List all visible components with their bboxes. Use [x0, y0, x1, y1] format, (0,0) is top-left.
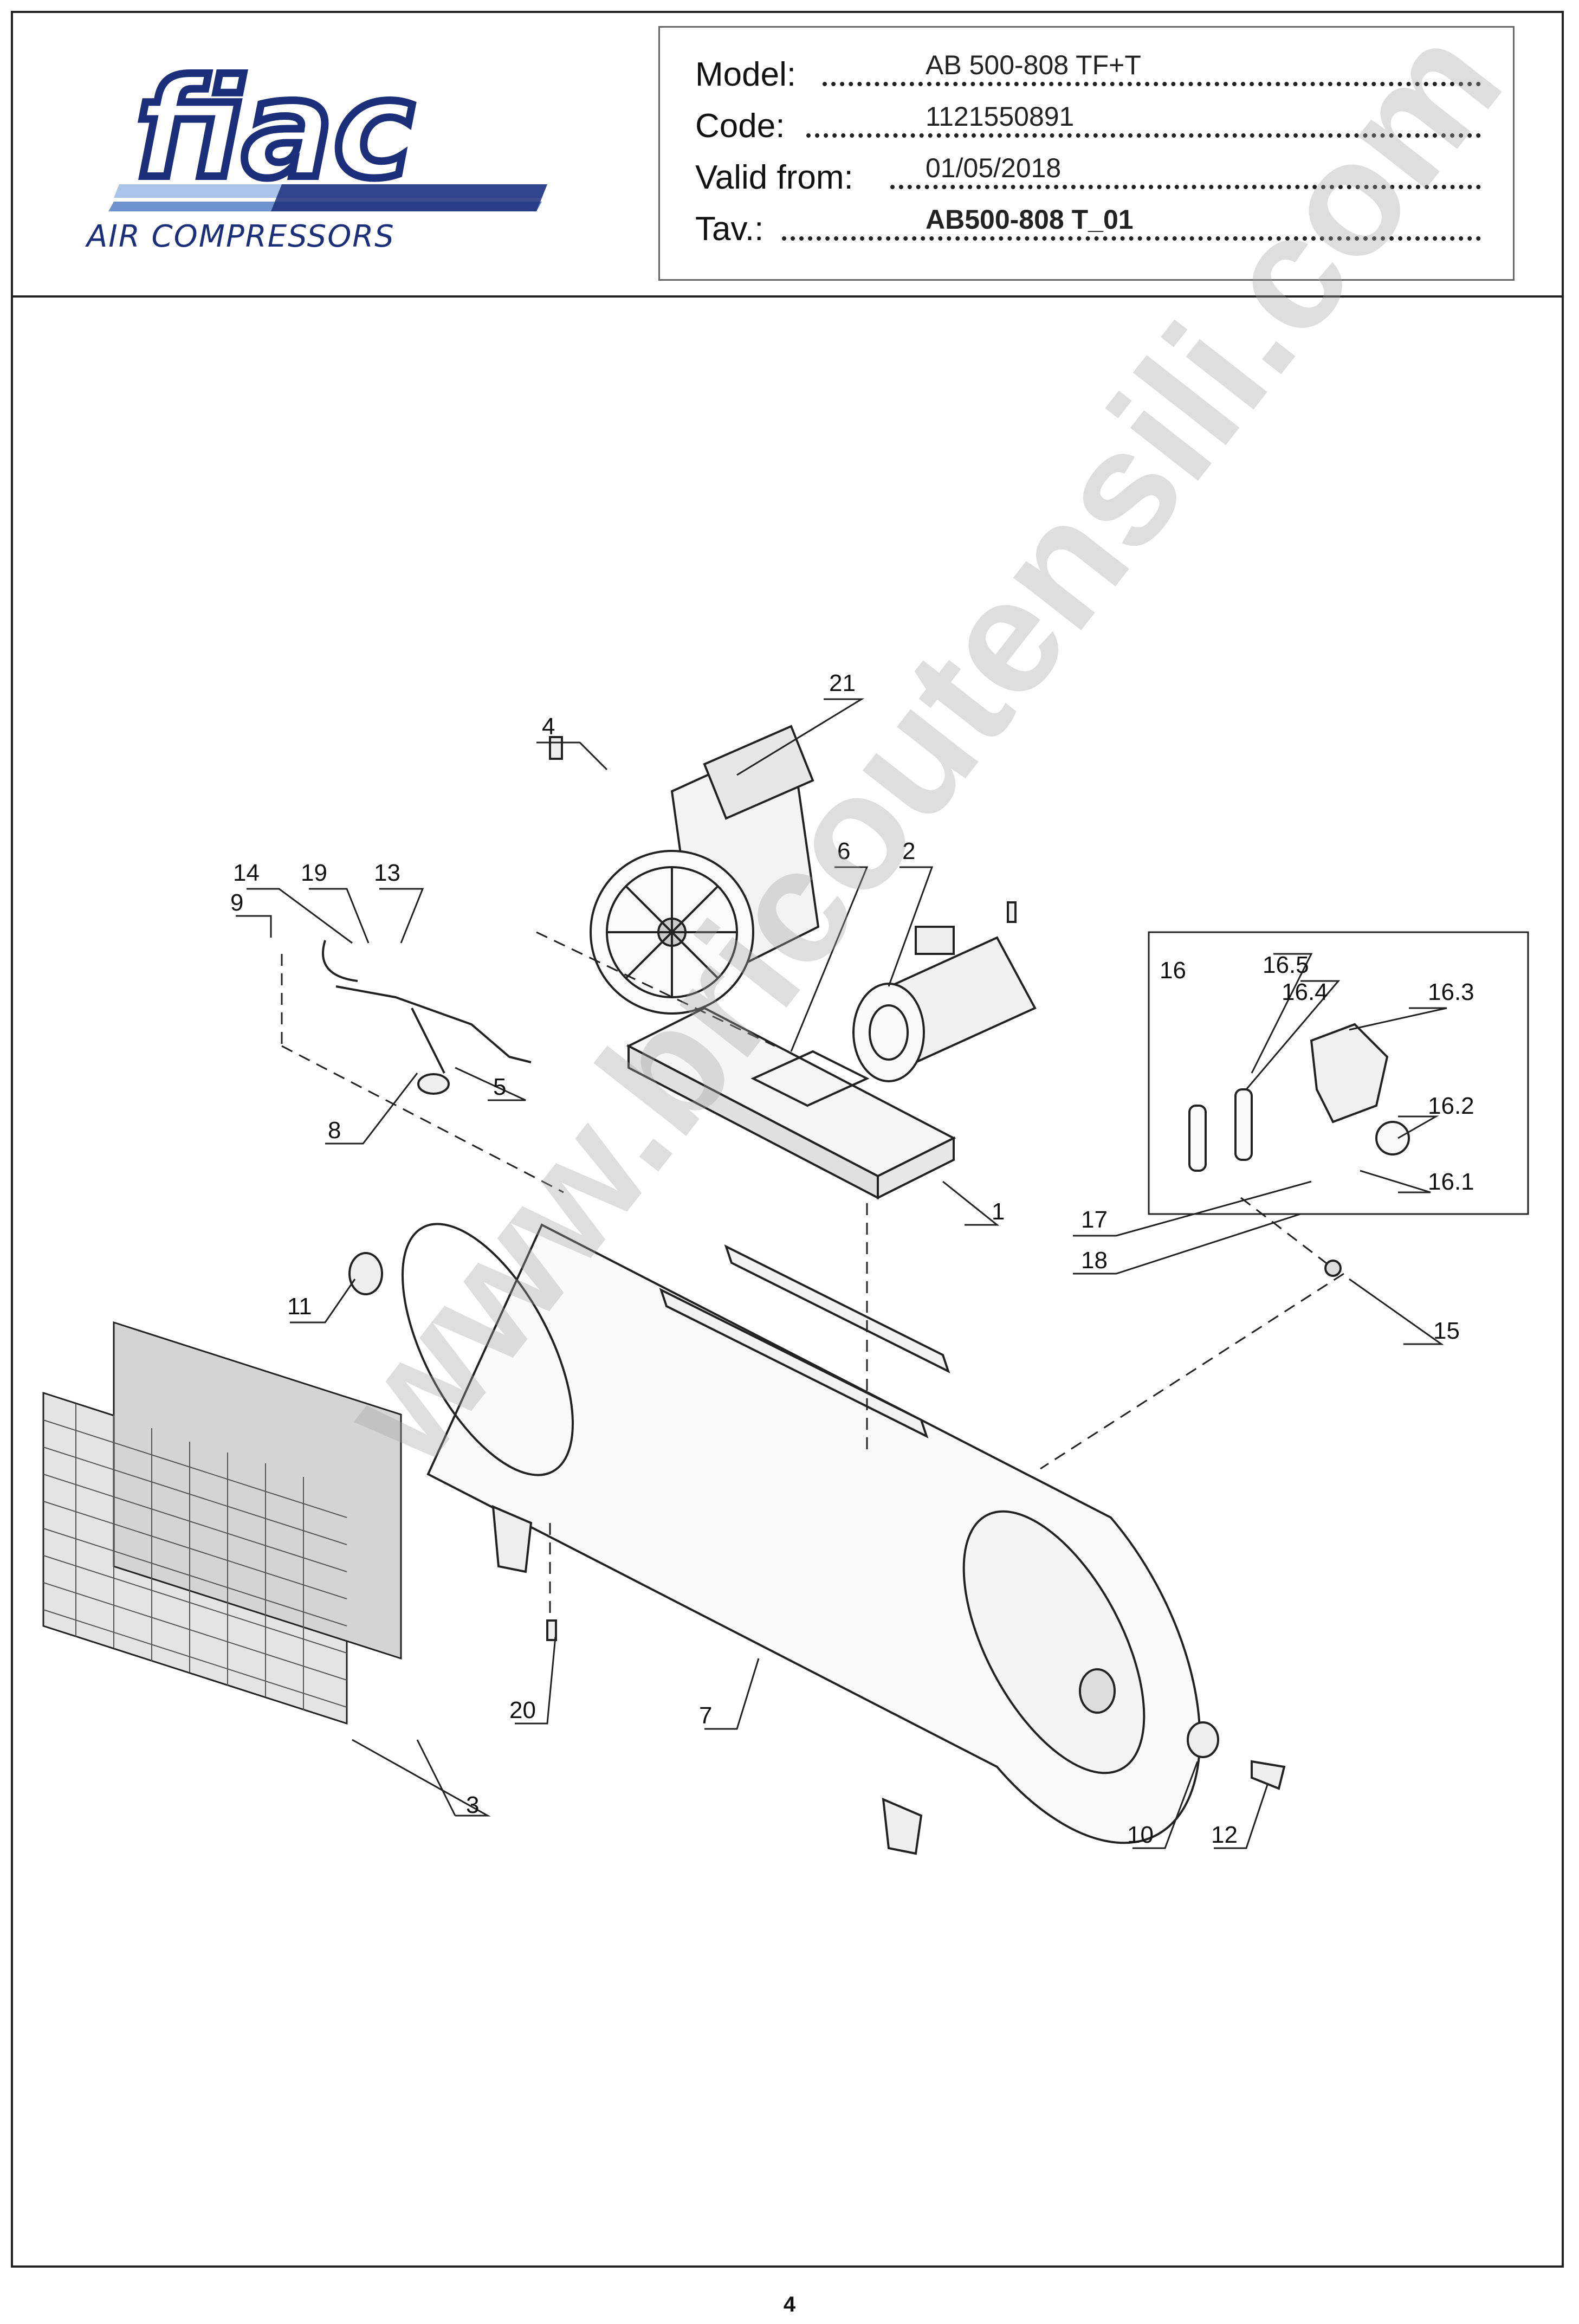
belt-guard: [42, 1321, 402, 1725]
fiac-logo: fiac AIR COMPRESSORS: [70, 47, 569, 266]
callout-7: 7: [699, 1702, 712, 1729]
pressure-switch: [1188, 1023, 1410, 1172]
valid-value: 01/05/2018: [926, 153, 1062, 183]
callout-20: 20: [509, 1697, 536, 1723]
callout-19: 19: [301, 860, 327, 886]
pressure-switch-group-box: [1148, 931, 1529, 1215]
callout-13: 13: [374, 860, 400, 886]
callout-16: 16: [1160, 957, 1186, 984]
callout-10: 10: [1127, 1822, 1154, 1848]
callout-12: 12: [1211, 1822, 1238, 1848]
callout-15: 15: [1433, 1318, 1460, 1344]
compressor-pump: [590, 725, 820, 1015]
callout-16-1: 16.1: [1428, 1169, 1474, 1195]
callout-11: 11: [287, 1293, 312, 1320]
code-label: Code:: [695, 107, 785, 145]
logo-tagline: AIR COMPRESSORS: [85, 219, 395, 254]
callout-16-3: 16.3: [1428, 979, 1474, 1005]
callout-6: 6: [837, 838, 850, 864]
electric-motor: [852, 926, 1037, 1082]
page-number: 4: [783, 2293, 796, 2316]
small-parts: [348, 736, 1342, 1790]
logo-wordmark: fiac: [135, 50, 414, 208]
callout-2: 2: [902, 838, 915, 864]
tav-leader: [782, 236, 1481, 241]
air-tank: [402, 1223, 1201, 1855]
callout-labels: 21 4 6 2 14 19 13 9 5 8 1 16 16.5 16.4 1…: [230, 670, 1474, 1848]
leader-lines: [236, 698, 1447, 1849]
delivery-pipe: [322, 940, 532, 1095]
callout-4: 4: [542, 713, 555, 740]
valid-row: Valid from: 01/05/2018: [695, 152, 1481, 201]
callout-5: 5: [493, 1074, 506, 1100]
callout-16-5: 16.5: [1263, 952, 1309, 978]
tav-label: Tav.:: [695, 210, 764, 248]
callout-16-4: 16.4: [1282, 979, 1328, 1005]
tav-value: AB500-808 T_01: [926, 204, 1134, 235]
page-frame: [11, 11, 1564, 2268]
code-row: Code: 1121550891: [695, 101, 1481, 150]
callout-1: 1: [992, 1198, 1005, 1225]
callout-21: 21: [829, 670, 856, 696]
logo-stripes: [108, 184, 547, 211]
model-row: Model: AB 500-808 TF+T: [695, 49, 1481, 98]
valid-leader: [890, 185, 1481, 189]
callout-16-2: 16.2: [1428, 1093, 1474, 1119]
callout-18: 18: [1081, 1247, 1108, 1274]
base-plate: [626, 1006, 956, 1200]
tav-row: Tav.: AB500-808 T_01: [695, 204, 1481, 253]
model-label: Model:: [695, 56, 797, 93]
header-separator: [11, 295, 1564, 298]
valid-label: Valid from:: [695, 159, 853, 196]
assembly-lines: [281, 931, 1344, 1621]
callout-14: 14: [233, 860, 260, 886]
model-value: AB 500-808 TF+T: [926, 50, 1141, 80]
callout-17: 17: [1081, 1206, 1108, 1233]
title-block: Model: AB 500-808 TF+T Code: 1121550891 …: [658, 26, 1515, 281]
callout-8: 8: [328, 1117, 341, 1144]
code-value: 1121550891: [926, 101, 1075, 132]
code-leader: [806, 133, 1481, 138]
callout-9: 9: [230, 889, 243, 916]
exploded-diagram: 21 4 6 2 14 19 13 9 5 8 1 16 16.5 16.4 1…: [22, 304, 1561, 2255]
model-leader: [823, 82, 1481, 86]
callout-3: 3: [466, 1792, 479, 1818]
